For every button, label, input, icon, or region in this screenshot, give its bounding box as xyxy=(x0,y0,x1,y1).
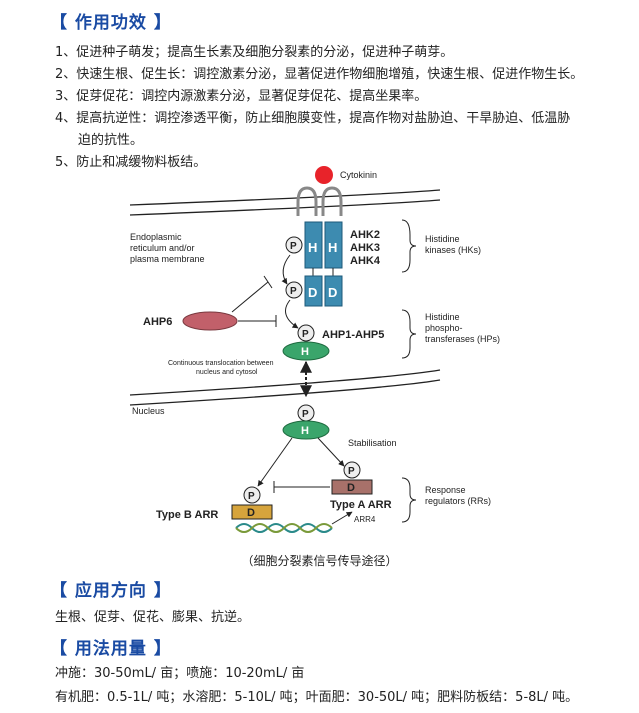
svg-text:P: P xyxy=(348,466,355,477)
ahp6-label: AHP6 xyxy=(143,316,172,328)
svg-text:P: P xyxy=(290,241,297,252)
list-item: 4、提高抗逆性：调控渗透平衡，防止细胞膜变性，提高作物对盐胁迫、干旱胁迫、低温胁 xyxy=(55,108,570,130)
svg-text:H: H xyxy=(301,346,309,358)
application-heading: 【 应用方向 】 xyxy=(50,581,172,601)
list-number: 1、 xyxy=(55,45,77,60)
translocation-label: Continuous translocation between xyxy=(168,360,274,367)
type-b-label: Type B ARR xyxy=(156,509,218,521)
translocation-label: nucleus and cytosol xyxy=(196,369,258,376)
hk-label: kinases (HKs) xyxy=(425,245,481,255)
rr-label: Response xyxy=(425,485,466,495)
ahp-oval xyxy=(282,341,330,361)
cytokinin-label: Cytokinin xyxy=(340,170,377,180)
list-item: 5、防止和减缓物料板结。 xyxy=(55,152,206,174)
nuclear-ahp-oval xyxy=(282,420,330,440)
er-label: plasma membrane xyxy=(130,254,205,264)
rr-label: regulators (RRs) xyxy=(425,496,491,506)
receptor-h-label: H xyxy=(308,240,317,255)
dosage-line-1: 冲施：30-50mL/ 亩；喷施：10-20mL/ 亩 xyxy=(55,666,305,681)
dosage-line-2: 有机肥：0.5-1L/ 吨；水溶肥：5-10L/ 吨；叶面肥：30-50L/ 吨… xyxy=(55,690,579,705)
list-number: 5、 xyxy=(55,155,77,170)
receptor-d-box-left xyxy=(304,275,323,307)
ahp6-oval xyxy=(182,311,238,331)
hp-label: transferases (HPs) xyxy=(425,334,500,344)
diagram-caption: （细胞分裂素信号传导途径） xyxy=(241,554,398,568)
svg-text:P: P xyxy=(302,329,309,340)
phosphate-type-a xyxy=(343,461,361,479)
list-text: 促芽促花：调控内源激素分泌，显著促芽促花、提高坐果率。 xyxy=(76,89,428,104)
application-text: 生根、促芽、促花、膨果、抗逆。 xyxy=(55,610,251,625)
arr4-label: ARR4 xyxy=(354,515,376,524)
hp-label: Histidine xyxy=(425,312,460,322)
ahp-label: AHP1-AHP5 xyxy=(322,329,384,341)
stabilisation-label: Stabilisation xyxy=(348,438,397,448)
svg-text:D: D xyxy=(347,482,355,494)
er-label: reticulum and/or xyxy=(130,243,195,253)
list-item-continuation: 迫的抗性。 xyxy=(78,133,144,148)
receptor-d-box-right xyxy=(324,275,343,307)
list-text: 防止和减缓物料板结。 xyxy=(76,155,207,170)
cytokinin-signaling-diagram: Cytokinin H H D D P P AHK2 AHK3 AHK4 His… xyxy=(129,166,500,533)
receptor-loop-left xyxy=(296,186,318,216)
ahk-label: AHK4 xyxy=(350,255,381,267)
nucleus-label: Nucleus xyxy=(132,406,165,416)
er-label: Endoplasmic xyxy=(130,232,182,242)
nuclear-membrane-outer xyxy=(129,369,441,396)
receptor-d-label: D xyxy=(308,285,317,300)
list-text: 促进种子萌发；提高生长素及细胞分裂素的分泌，促进种子萌芽。 xyxy=(76,45,454,60)
svg-text:P: P xyxy=(248,491,255,502)
list-item: 3、促芽促花：调控内源激素分泌，显著促芽促花、提高坐果率。 xyxy=(55,86,427,108)
svg-text:P: P xyxy=(302,409,309,420)
er-membrane-inner xyxy=(129,199,441,216)
hp-label: phospho- xyxy=(425,323,463,333)
dosage-heading: 【 用法用量 】 xyxy=(50,639,172,659)
list-number: 3、 xyxy=(55,89,77,104)
svg-text:H: H xyxy=(301,425,309,437)
receptor-h-label: H xyxy=(328,240,337,255)
list-item: 1、促进种子萌发；提高生长素及细胞分裂素的分泌，促进种子萌芽。 xyxy=(55,42,453,64)
type-a-label: Type A ARR xyxy=(330,499,392,511)
cytokinin-molecule xyxy=(315,166,333,184)
list-item: 2、快速生根、促生长：调控激素分泌，显著促进作物细胞增殖，快速生根、促进作物生长… xyxy=(55,64,583,86)
nuclear-membrane-inner xyxy=(129,379,441,406)
hk-label: Histidine xyxy=(425,234,460,244)
efficacy-heading: 【 作用功效 】 xyxy=(50,13,172,33)
phosphate-d xyxy=(285,281,303,299)
list-number: 4、 xyxy=(55,111,77,126)
phosphate-h xyxy=(285,236,303,254)
svg-text:P: P xyxy=(290,286,297,297)
svg-text:D: D xyxy=(247,507,255,519)
list-text: 快速生根、促生长：调控激素分泌，显著促进作物细胞增殖，快速生根、促进作物生长。 xyxy=(76,67,584,82)
dna-strand xyxy=(235,523,333,533)
list-number: 2、 xyxy=(55,67,77,82)
er-membrane-outer xyxy=(129,189,441,206)
receptor-loop-right xyxy=(321,186,343,216)
list-text: 提高抗逆性：调控渗透平衡，防止细胞膜变性，提高作物对盐胁迫、干旱胁迫、低温胁 xyxy=(76,111,571,126)
phosphate-type-b xyxy=(243,486,261,504)
phosphate-ahp xyxy=(297,324,315,342)
type-b-arr-box xyxy=(231,504,273,520)
receptor-d-label: D xyxy=(328,285,337,300)
type-a-arr-box xyxy=(331,479,373,495)
ahk-label: AHK2 xyxy=(350,229,380,241)
ahk-label: AHK3 xyxy=(350,242,380,254)
